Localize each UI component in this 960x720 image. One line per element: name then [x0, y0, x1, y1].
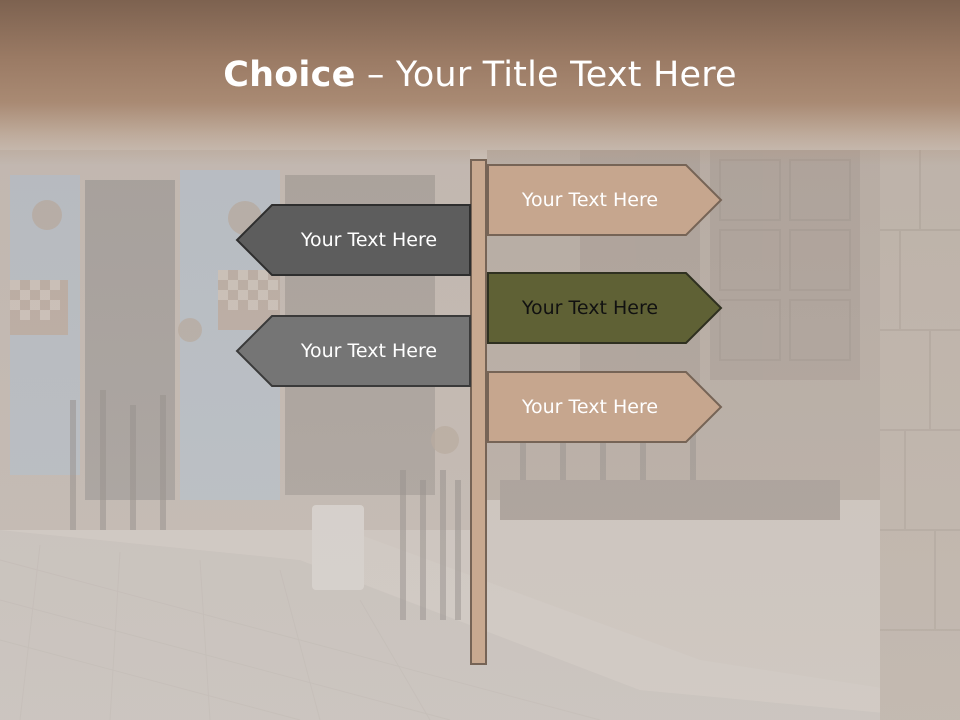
title-bold-word: Choice: [223, 55, 356, 95]
sign-left-bottom-label: Your Text Here: [300, 340, 438, 362]
title-text: Your Title Text Here: [395, 55, 737, 95]
sign-arrow-left-shape: [235, 204, 471, 276]
signpost-pole: [470, 159, 487, 665]
sign-right-middle[interactable]: Your Text Here: [487, 272, 723, 344]
sign-right-bottom-label: Your Text Here: [521, 396, 659, 418]
sign-left-bottom[interactable]: Your Text Here: [235, 315, 471, 387]
slide-title[interactable]: Choice – Your Title Text Here: [0, 50, 960, 100]
sign-left-top-label: Your Text Here: [300, 229, 438, 251]
sign-right-top-label: Your Text Here: [521, 189, 659, 211]
sign-right-bottom[interactable]: Your Text Here: [487, 371, 723, 443]
sign-arrow-left-shape: [235, 315, 471, 387]
sign-arrow-right-shape: [487, 371, 723, 443]
sign-arrow-right-shape: [487, 272, 723, 344]
title-separator: –: [355, 55, 396, 95]
sign-right-top[interactable]: Your Text Here: [487, 164, 723, 236]
sign-right-middle-label: Your Text Here: [521, 297, 659, 319]
title-band: [0, 0, 960, 165]
sign-left-top[interactable]: Your Text Here: [235, 204, 471, 276]
sign-arrow-right-shape: [487, 164, 723, 236]
